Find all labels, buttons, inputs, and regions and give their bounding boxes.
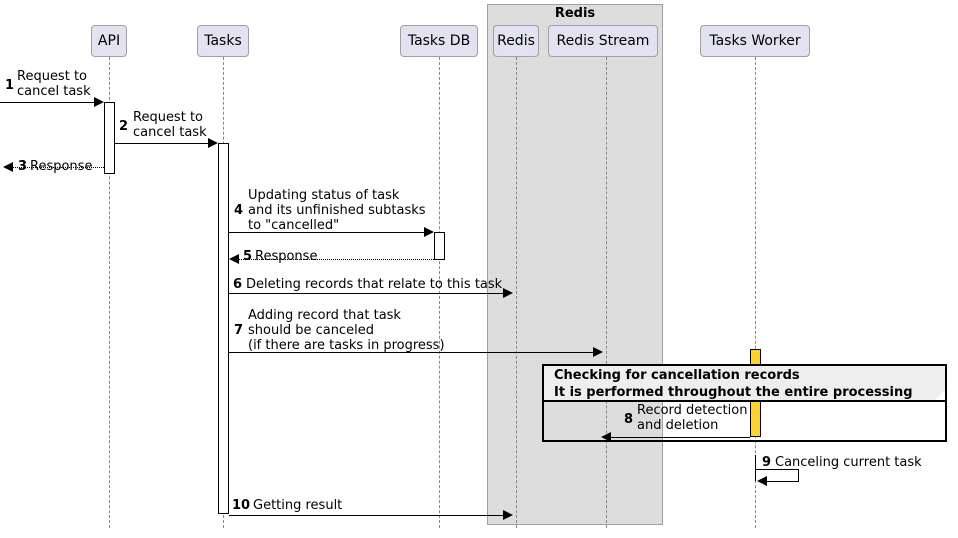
message-label-7-line2: should be canceled bbox=[248, 323, 374, 338]
participant-label-api: API bbox=[97, 33, 121, 49]
message-line-1 bbox=[0, 102, 99, 103]
message-label-2-line2: cancel task bbox=[133, 125, 207, 140]
group-box-redis bbox=[487, 4, 663, 525]
message-arrow-7 bbox=[593, 347, 603, 357]
activation-bar-tasks-db bbox=[434, 232, 445, 260]
message-label-4-line3: to "cancelled" bbox=[248, 218, 340, 233]
participant-label-redis: Redis bbox=[497, 33, 535, 49]
group-title-redis: Redis bbox=[554, 6, 596, 21]
note-fold-corner-icon bbox=[935, 390, 945, 400]
message-number-2: 2 bbox=[119, 119, 129, 134]
message-self-top-9 bbox=[755, 469, 799, 470]
message-label-4-line1: Updating status of task bbox=[248, 188, 400, 203]
message-number-6: 6 bbox=[233, 277, 243, 292]
message-arrow-4 bbox=[424, 227, 434, 237]
message-number-10: 10 bbox=[232, 498, 251, 513]
message-label-7-line1: Adding record that task bbox=[248, 308, 401, 323]
note-block-cancellation-check: Checking for cancellation records It is … bbox=[542, 364, 947, 442]
participant-label-tasks: Tasks bbox=[204, 33, 242, 49]
message-label-10: Getting result bbox=[253, 498, 343, 513]
message-line-8 bbox=[608, 437, 750, 438]
participant-redis-stream[interactable]: Redis Stream bbox=[548, 25, 658, 57]
participant-tasks-worker[interactable]: Tasks Worker bbox=[700, 25, 810, 57]
message-number-7: 7 bbox=[234, 323, 244, 338]
lifeline-api bbox=[109, 57, 110, 528]
participant-api[interactable]: API bbox=[91, 25, 127, 57]
message-arrow-6 bbox=[503, 288, 513, 298]
message-self-bottom-9 bbox=[765, 481, 799, 482]
message-self-left-9 bbox=[755, 455, 756, 481]
message-number-3: 3 bbox=[18, 159, 28, 174]
message-arrow-3 bbox=[3, 162, 13, 172]
message-label-9: Canceling current task bbox=[775, 455, 922, 470]
activation-bar-tasks bbox=[218, 143, 229, 514]
participant-label-tasks-worker: Tasks Worker bbox=[709, 33, 801, 49]
message-arrow-10 bbox=[503, 510, 513, 520]
message-label-3: Response bbox=[30, 159, 93, 174]
lifeline-tasks-worker bbox=[755, 57, 756, 528]
note-header-line1: Checking for cancellation records bbox=[554, 368, 800, 383]
message-label-2-line1: Request to bbox=[133, 110, 203, 125]
participant-redis[interactable]: Redis bbox=[493, 25, 539, 57]
message-number-5: 5 bbox=[243, 249, 253, 264]
message-line-5 bbox=[236, 259, 434, 260]
message-number-8: 8 bbox=[624, 412, 634, 427]
message-number-1: 1 bbox=[5, 78, 15, 93]
message-line-3 bbox=[10, 167, 104, 168]
message-line-10 bbox=[229, 515, 507, 516]
message-arrow-9 bbox=[757, 476, 767, 486]
message-arrow-5 bbox=[229, 254, 239, 264]
participant-label-redis-stream: Redis Stream bbox=[556, 33, 650, 49]
message-arrow-1 bbox=[94, 97, 104, 107]
message-line-6 bbox=[229, 293, 507, 294]
lifeline-redis-stream bbox=[606, 57, 607, 528]
participant-label-tasks-db: Tasks DB bbox=[407, 33, 471, 49]
message-arrow-2 bbox=[208, 138, 218, 148]
lifeline-tasks-db bbox=[439, 57, 440, 528]
note-header-line2: It is performed throughout the entire pr… bbox=[554, 385, 913, 400]
message-line-4 bbox=[229, 232, 429, 233]
message-label-4-line2: and its unfinished subtasks bbox=[248, 203, 426, 218]
message-self-right-9 bbox=[798, 469, 799, 481]
message-label-1-line1: Request to bbox=[17, 69, 87, 84]
message-label-8-line1: Record detection bbox=[637, 403, 748, 418]
message-label-8-line2: and deletion bbox=[637, 418, 719, 433]
message-number-9: 9 bbox=[762, 455, 772, 470]
message-label-6: Deleting records that relate to this tas… bbox=[246, 277, 503, 292]
note-header-band: Checking for cancellation records It is … bbox=[544, 366, 945, 402]
activation-bar-api bbox=[104, 102, 115, 174]
message-line-7 bbox=[229, 352, 597, 353]
message-label-5: Response bbox=[255, 249, 318, 264]
lifeline-redis bbox=[516, 57, 517, 528]
message-label-1-line2: cancel task bbox=[17, 84, 91, 99]
message-line-2 bbox=[115, 143, 213, 144]
message-number-4: 4 bbox=[234, 203, 244, 218]
message-arrow-8 bbox=[601, 432, 611, 442]
participant-tasks-db[interactable]: Tasks DB bbox=[400, 25, 478, 57]
participant-tasks[interactable]: Tasks bbox=[197, 25, 249, 57]
message-label-7-line3: (if there are tasks in progress) bbox=[248, 338, 445, 353]
